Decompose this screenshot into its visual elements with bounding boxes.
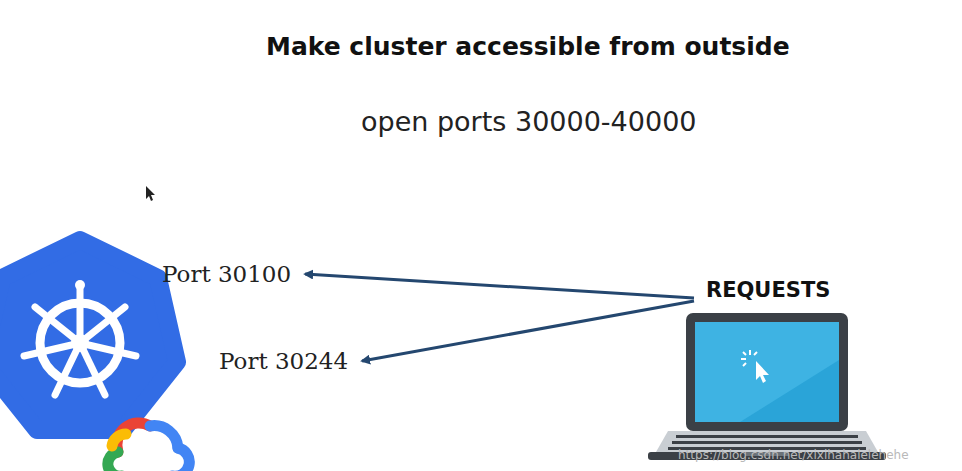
watermark: https://blog.csdn.net/xixihahalelehehe xyxy=(678,448,909,462)
node-text: Port 30244 xyxy=(219,348,348,374)
requests-label: REQUESTS xyxy=(706,278,830,302)
kubernetes-logo xyxy=(0,240,177,430)
subtitle-text: open ports 30000-40000 xyxy=(361,106,696,137)
diagram-title: Make cluster accessible from outside xyxy=(266,32,790,61)
port-label: Port 30100 xyxy=(162,261,291,287)
google-cloud-icon xyxy=(108,423,189,471)
laptop-icon xyxy=(648,313,886,460)
request-arrow xyxy=(362,301,694,361)
port-label: Port 30244 xyxy=(219,348,348,374)
mouse-cursor xyxy=(146,186,155,201)
request-arrow xyxy=(305,274,694,298)
node-text: REQUESTS xyxy=(706,278,830,302)
node-text: Port 30100 xyxy=(162,261,291,287)
